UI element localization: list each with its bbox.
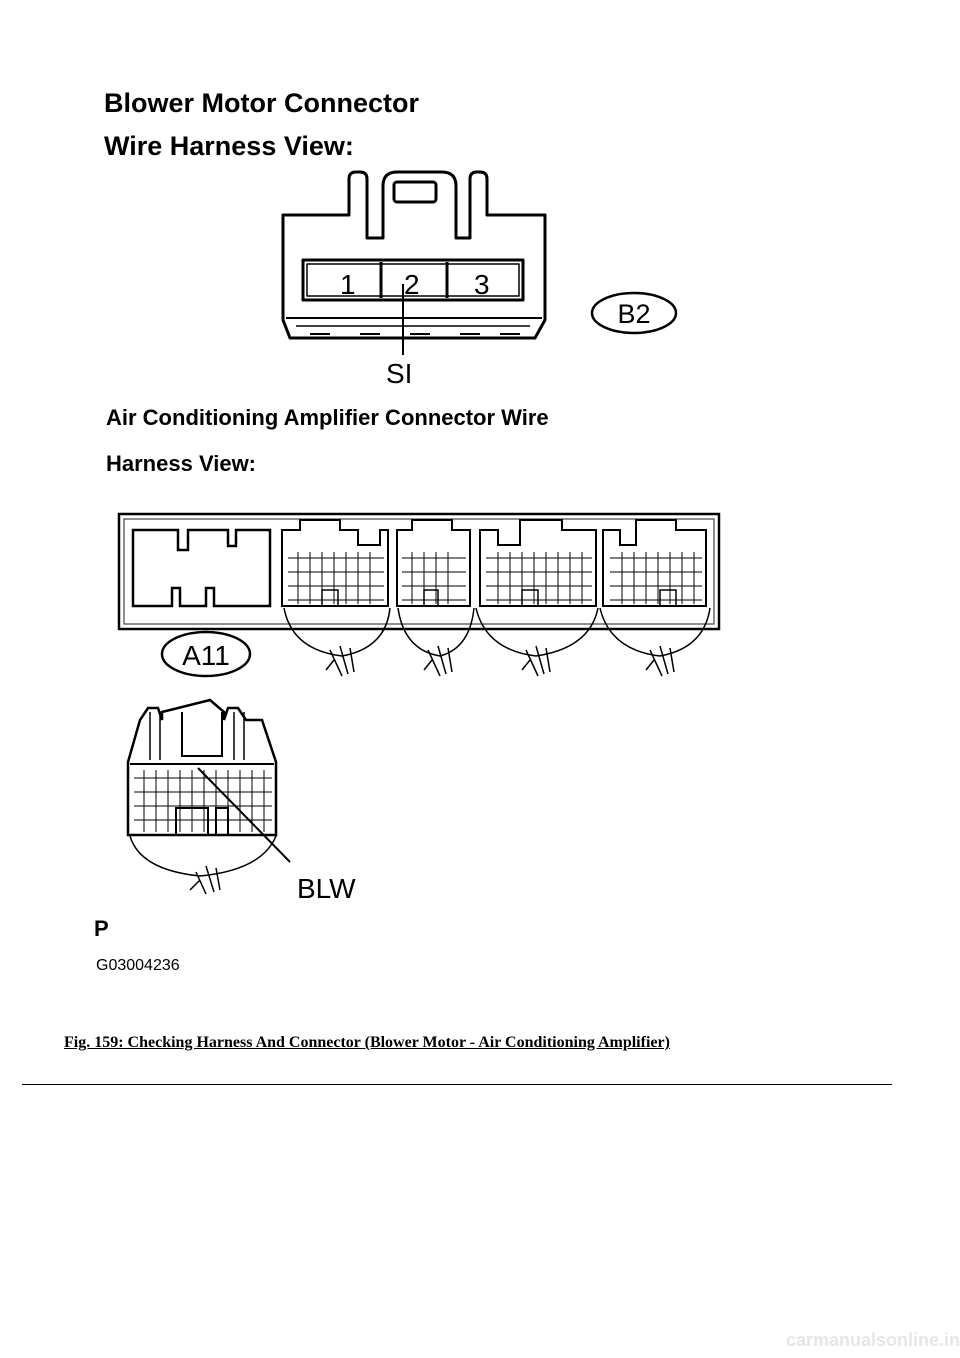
watermark-footer: carmanualsonline.info: [786, 1330, 960, 1350]
title-line-1: Blower Motor Connector: [104, 88, 419, 118]
title-line-2: Wire Harness View:: [104, 131, 354, 161]
si-callout: SI: [386, 358, 412, 389]
b2-pin-1: 1: [340, 269, 356, 300]
a11-housing-1: [281, 519, 389, 607]
b2-tag-oval: [590, 291, 678, 335]
a11-enlarged-housing: [126, 698, 291, 895]
figure-caption: Fig. 159: Checking Harness And Connector…: [64, 1034, 670, 1051]
b2-pin-2: 2: [404, 269, 420, 300]
b2-pin-3: 3: [474, 269, 490, 300]
a11-housing-2: [396, 519, 471, 607]
a11-housing-3: [479, 519, 597, 607]
a11-connector-strip: [117, 512, 721, 677]
blw-callout: BLW: [297, 873, 356, 904]
figure-code: G03004236: [96, 957, 180, 974]
b2-tag: B2: [617, 299, 650, 329]
b2-connector: [281, 170, 547, 355]
divider: [22, 1084, 892, 1085]
a11-tag-oval: [160, 630, 252, 678]
subtitle-line-1: Air Conditioning Amplifier Connector Wir…: [106, 405, 549, 430]
subtitle-line-2: Harness View:: [106, 451, 256, 476]
a11-housing-4: [602, 519, 707, 607]
letter-p: P: [94, 916, 109, 941]
a11-tag: A11: [182, 640, 230, 671]
